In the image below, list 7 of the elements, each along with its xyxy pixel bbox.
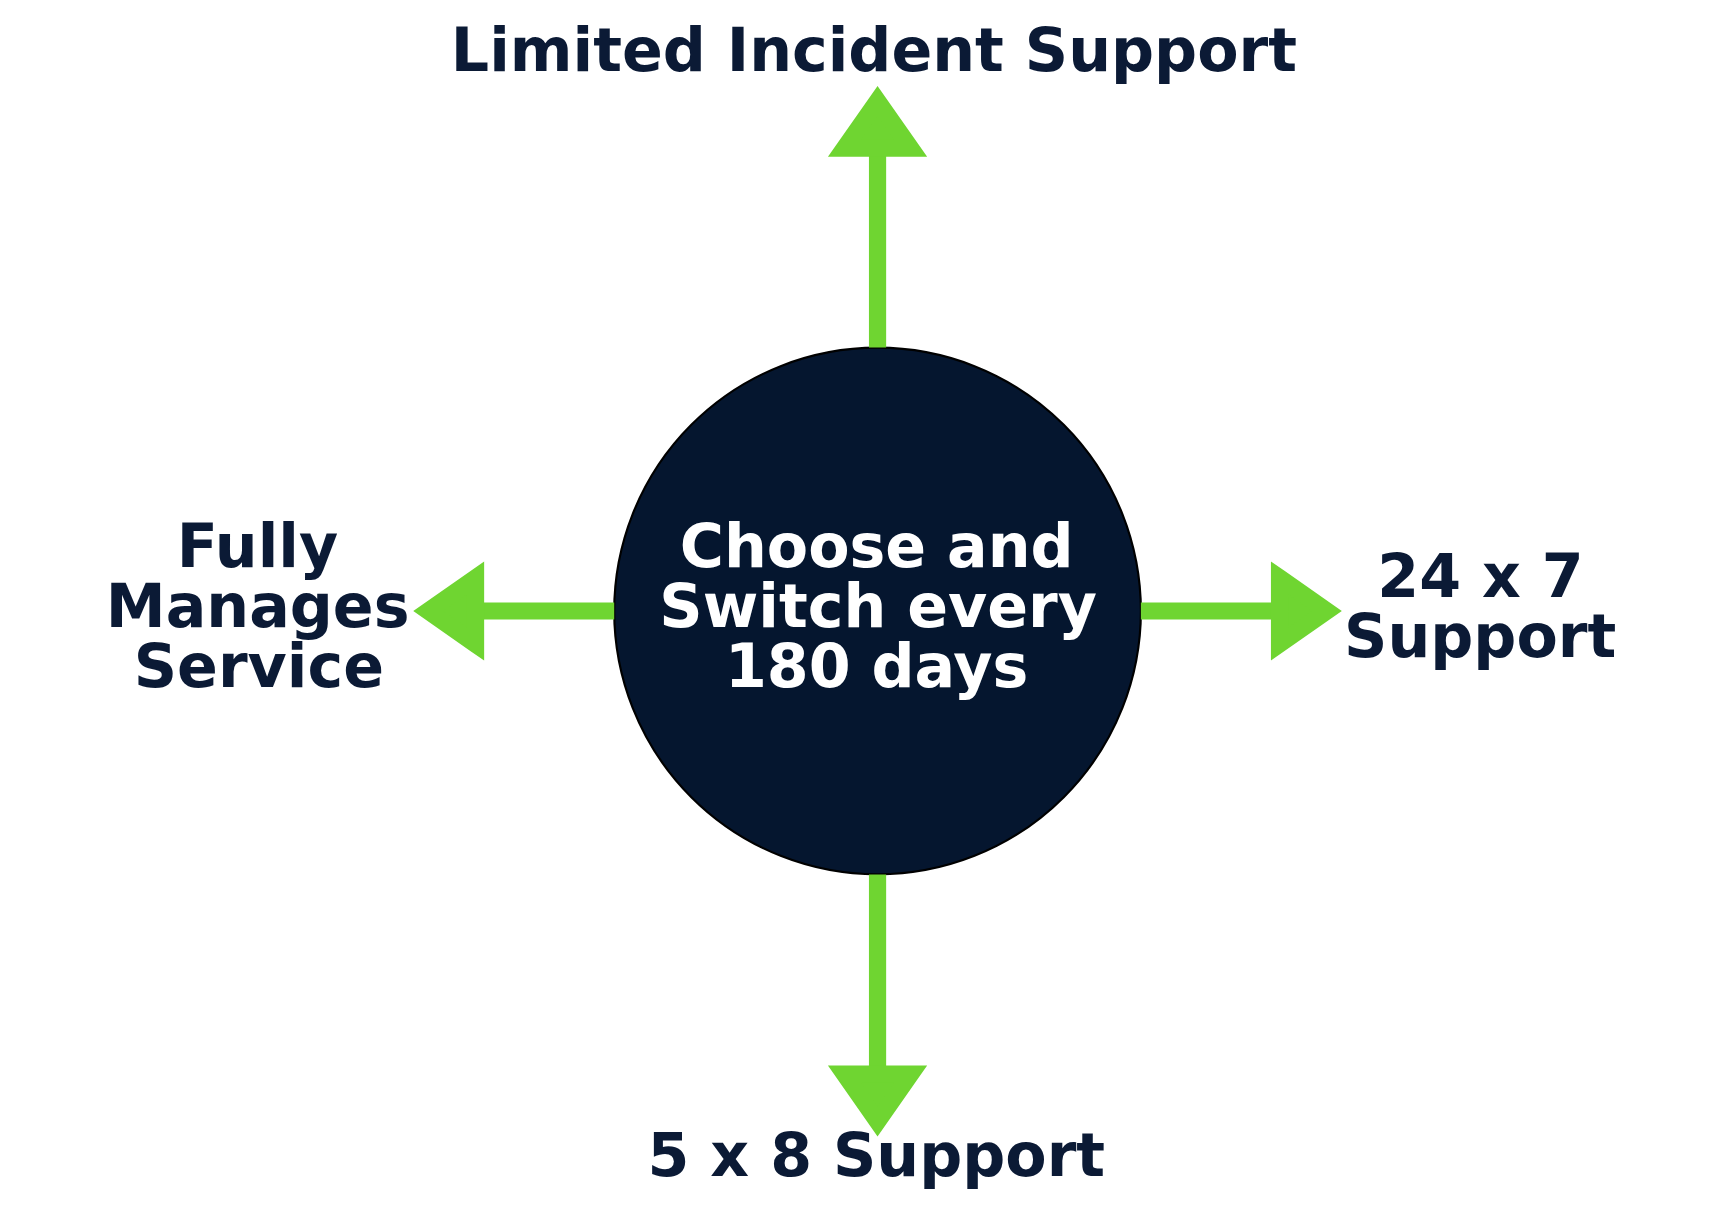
- arrow: [827, 874, 927, 1137]
- arrow: [827, 86, 927, 348]
- node-text: 24 x 7 Support: [1343, 540, 1616, 671]
- node-circle: Choose and Switch every 180 days: [612, 346, 1142, 876]
- node-text: 5 x 8 Support: [647, 1120, 1105, 1191]
- node-text: Fully Manages Service: [105, 510, 409, 702]
- node-text: Limited Incident Support: [450, 15, 1297, 86]
